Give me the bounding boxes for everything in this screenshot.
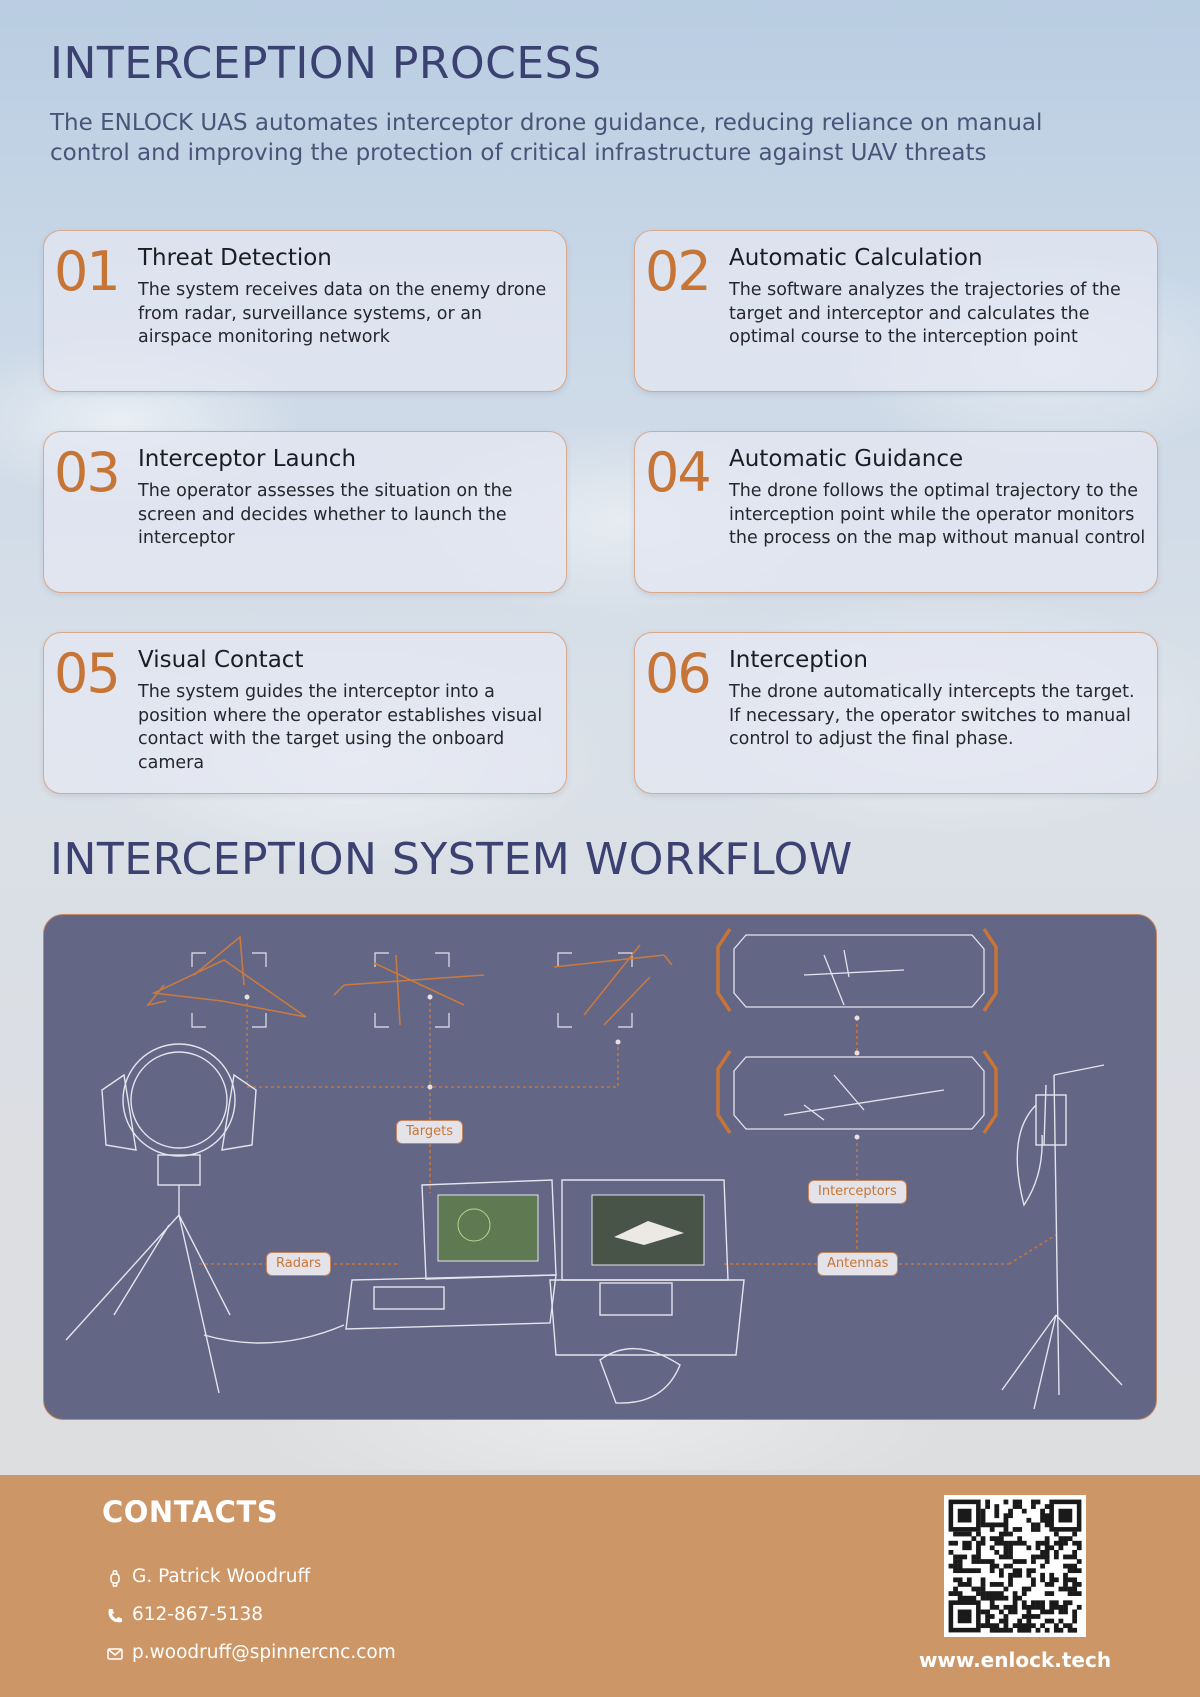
intro-paragraph: The ENLOCK UAS automates interceptor dro… <box>50 110 1043 166</box>
step-title: Visual Contact <box>138 647 304 673</box>
phone-icon <box>108 1609 122 1623</box>
antenna-tripod-illustration <box>1001 1064 1123 1410</box>
label-radars: Radars <box>266 1252 332 1276</box>
contact-name: G. Patrick Woodruff <box>132 1566 311 1587</box>
step-card-06: 06 Interception The drone automatically … <box>634 632 1158 794</box>
connector-dots <box>244 994 860 1140</box>
step-number: 03 <box>54 441 121 504</box>
step-text: The operator assesses the situation on t… <box>138 481 513 548</box>
step-number: 06 <box>645 642 712 705</box>
step-text: The software analyzes the trajectories o… <box>729 280 1121 347</box>
step-title: Interceptor Launch <box>138 446 357 472</box>
label-interceptors: Interceptors <box>808 1180 907 1204</box>
workflow-illustration <box>65 928 1123 1410</box>
label-targets: Targets <box>396 1120 463 1144</box>
qr-code-pattern <box>948 1499 1082 1633</box>
contact-email[interactable]: p.woodruff@spinnercnc.com <box>132 1642 396 1663</box>
mail-icon <box>107 1648 123 1660</box>
website-link[interactable]: www.enlock.tech <box>918 1648 1112 1672</box>
interceptor-frames <box>733 934 985 1130</box>
workflow-diagram: Targets Radars Interceptors Antennas <box>43 914 1157 1420</box>
target-brackets <box>191 952 633 1028</box>
step-number: 01 <box>54 240 121 303</box>
qr-code[interactable] <box>944 1495 1086 1637</box>
step-card-01: 01 Threat Detection The system receives … <box>43 230 567 392</box>
control-station-illustration <box>345 1179 745 1404</box>
target-drones <box>145 935 673 1026</box>
step-title: Automatic Calculation <box>729 245 983 271</box>
control-station-screens <box>437 1194 705 1266</box>
step-number: 04 <box>645 441 712 504</box>
step-text: The system guides the interceptor into a… <box>138 682 543 773</box>
step-title: Threat Detection <box>138 245 332 271</box>
radar-tripod-illustration <box>65 1043 345 1394</box>
step-number: 02 <box>645 240 712 303</box>
contact-phone[interactable]: 612-867-5138 <box>132 1604 264 1625</box>
step-card-05: 05 Visual Contact The system guides the … <box>43 632 567 794</box>
step-title: Interception <box>729 647 868 673</box>
step-text: The system receives data on the enemy dr… <box>138 280 547 347</box>
step-card-02: 02 Automatic Calculation The software an… <box>634 230 1158 392</box>
section-title-interception-process: INTERCEPTION PROCESS <box>50 38 602 89</box>
interceptor-frame-brackets <box>716 928 998 1134</box>
label-antennas: Antennas <box>817 1252 899 1276</box>
contacts-footer: CONTACTS G. Patrick Woodruff 612-867-513… <box>0 1475 1200 1697</box>
step-text: The drone follows the optimal trajectory… <box>729 481 1146 548</box>
connector-lines <box>199 997 1060 1265</box>
step-card-03: 03 Interceptor Launch The operator asses… <box>43 431 567 593</box>
step-card-04: 04 Automatic Guidance The drone follows … <box>634 431 1158 593</box>
section-title-workflow: INTERCEPTION SYSTEM WORKFLOW <box>50 834 853 885</box>
step-number: 05 <box>54 642 121 705</box>
step-text: The drone automatically intercepts the t… <box>729 682 1135 749</box>
contacts-title: CONTACTS <box>102 1495 279 1529</box>
step-title: Automatic Guidance <box>729 446 964 472</box>
watch-icon <box>110 1570 120 1587</box>
